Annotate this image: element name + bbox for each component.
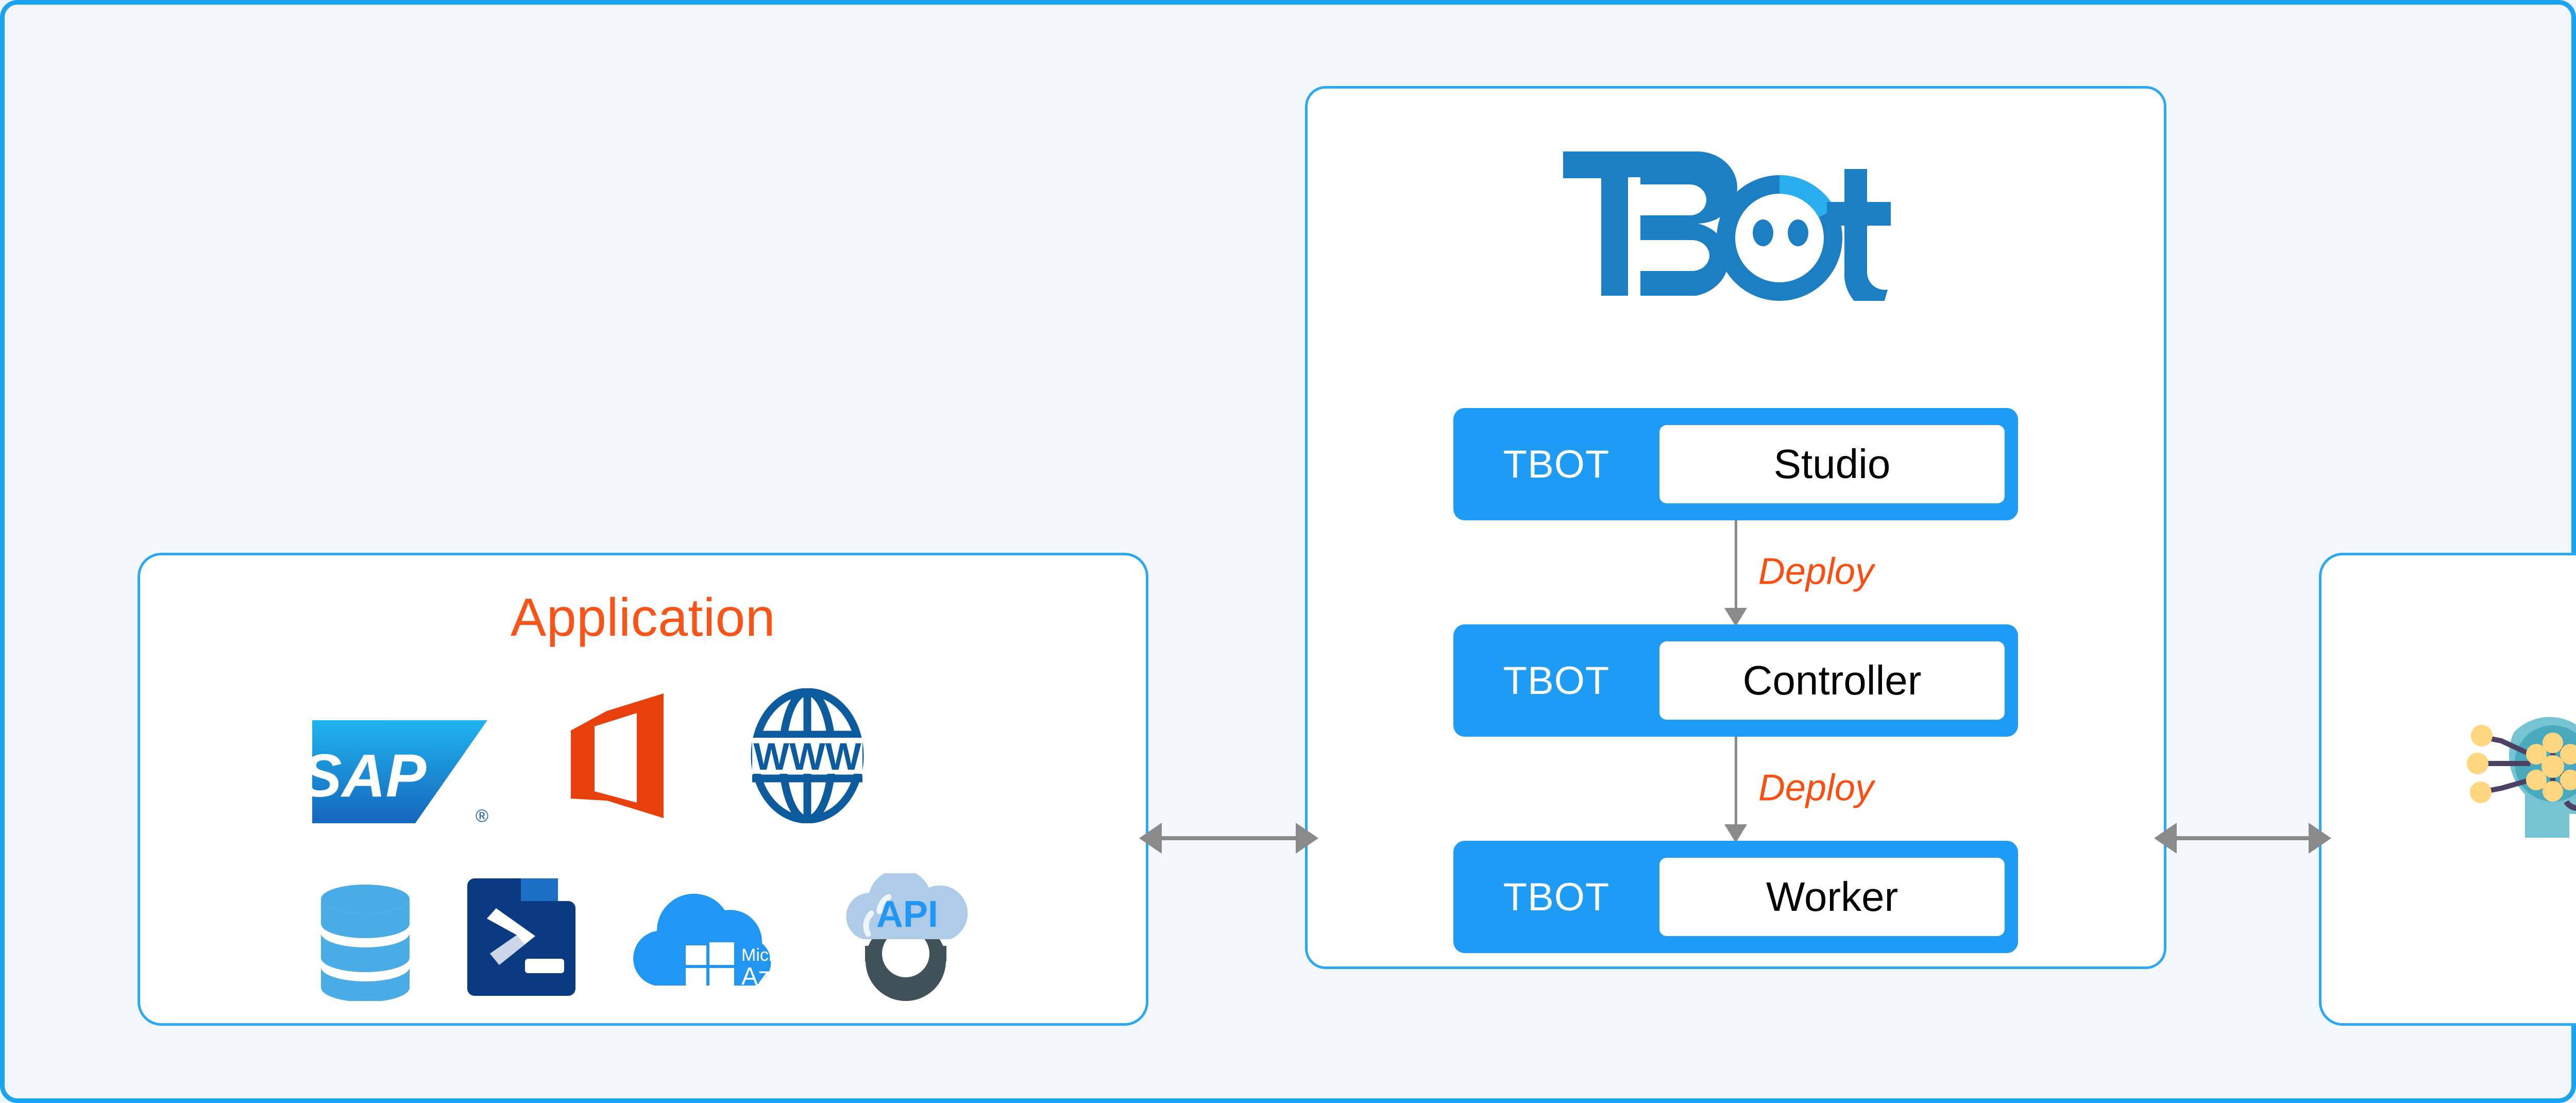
tbot-studio-node[interactable]: TBOT Studio [1453,408,2018,520]
microsoft-office-icon[interactable] [560,688,678,823]
application-icon-row-1: SAP ® [233,684,944,826]
deploy-arrow-head-2 [1724,824,1747,843]
tbot-studio-label: Studio [1659,425,2005,503]
tbot-center-panel: TBOT Studio Deploy TBOT Controller Deplo… [1305,86,2166,969]
tbot-logo [1308,146,2164,301]
tbot-worker-tag: TBOT [1503,875,1610,919]
connector-arrow-head-right-2 [2309,823,2331,854]
application-panel: Application SAP ® [138,553,1148,1026]
tbot-controller-tag: TBOT [1503,658,1610,703]
application-panel-title: Application [510,588,776,648]
tbot-studio-tag: TBOT [1503,442,1610,486]
connector-arrow-head-right-1 [1296,823,1318,854]
powershell-icon[interactable] [467,872,575,1001]
intelligent-processing-panel: Intelligent Processing [2319,553,2576,1026]
connector-arrow-head-left-2 [2154,823,2177,854]
api-cloud-gear-icon[interactable]: API [841,873,970,1001]
tbot-worker-label: Worker [1659,858,2005,936]
tbot-worker-node[interactable]: TBOT Worker [1453,841,2018,953]
intelligent-icon-row-1: O C R [2378,674,2576,844]
tbot-controller-label: Controller [1659,641,2005,720]
deploy-connector-1: Deploy [1453,520,2018,626]
tbot-controller-node[interactable]: TBOT Controller [1453,624,2018,737]
openai-logo[interactable]: OpenAI ChatGPT [2321,880,2576,1001]
deploy-label-1: Deploy [1758,551,1874,592]
deploy-arrow-head-1 [1724,608,1747,626]
sap-logo-icon[interactable]: SAP ® [301,720,488,826]
deploy-arrow-line-2 [1735,737,1737,841]
connector-arrow-head-left-1 [1139,823,1162,854]
tbot-node-stack: TBOT Studio Deploy TBOT Controller Deplo… [1453,408,2018,953]
svg-text:Microsoft: Microsoft [741,945,785,965]
svg-text:API: API [876,894,938,935]
svg-text:SAP: SAP [312,742,427,810]
deploy-label-2: Deploy [1758,767,1874,809]
neural-network-head-icon[interactable] [2464,706,2576,844]
application-icon-row-2: Microsoft Azure [202,846,1088,1001]
intelligent-processing-panel-title: Intelligent Processing [2321,587,2576,649]
database-icon[interactable] [320,883,411,1001]
deploy-connector-2: Deploy [1453,737,2018,843]
www-globe-icon[interactable]: WWW [750,688,865,823]
svg-text:WWW: WWW [753,735,861,778]
microsoft-azure-icon[interactable]: Microsoft Azure [632,885,785,1001]
sap-registered-mark: ® [475,806,488,826]
svg-text:Azure: Azure [741,963,785,990]
deploy-arrow-line-1 [1735,520,1737,624]
